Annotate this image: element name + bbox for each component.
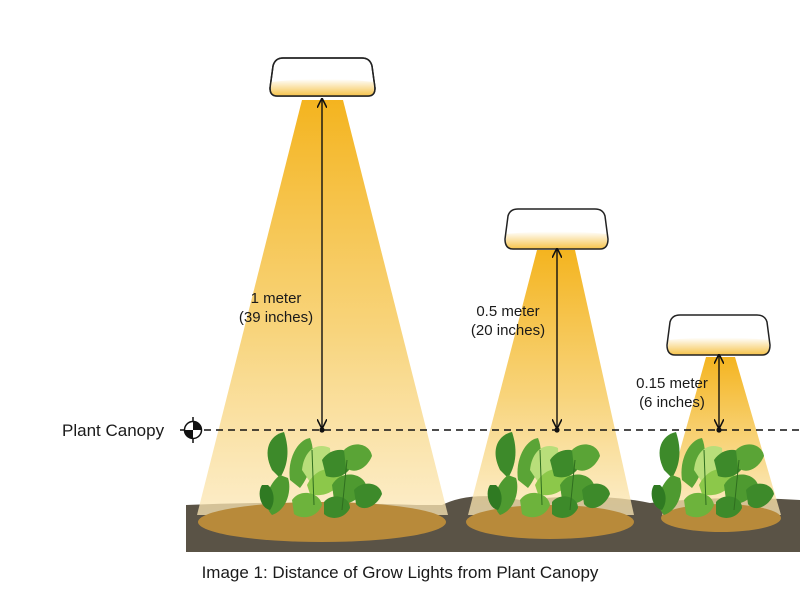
distance-label-1-imperial: (39 inches) xyxy=(238,309,314,326)
distance-label-1: 1 meter (39 inches) xyxy=(232,289,320,327)
canopy-dot-2 xyxy=(554,427,560,433)
distance-label-3: 0.15 meter (6 inches) xyxy=(628,374,716,412)
distance-label-1-metric: 1 meter xyxy=(250,290,302,307)
distance-label-2-metric: 0.5 meter xyxy=(476,303,540,320)
figure-caption: Image 1: Distance of Grow Lights from Pl… xyxy=(201,563,599,582)
canopy-dot-3 xyxy=(716,427,722,433)
distance-label-2: 0.5 meter (20 inches) xyxy=(462,302,554,340)
grow-lamp-2 xyxy=(504,208,609,250)
grow-lamp-1 xyxy=(269,57,376,97)
grow-lamp-3 xyxy=(666,314,771,356)
plant-canopy-label: Plant Canopy xyxy=(62,421,165,440)
distance-label-3-imperial: (6 inches) xyxy=(639,394,705,411)
soil-patch-1 xyxy=(198,502,446,542)
distance-label-2-imperial: (20 inches) xyxy=(470,322,546,339)
plant-cluster-1 xyxy=(259,432,382,518)
distance-label-3-metric: 0.15 meter xyxy=(636,375,708,392)
target-marker-icon xyxy=(183,417,203,443)
soil-patch-2 xyxy=(466,505,634,539)
canopy-dot-1 xyxy=(319,427,325,433)
